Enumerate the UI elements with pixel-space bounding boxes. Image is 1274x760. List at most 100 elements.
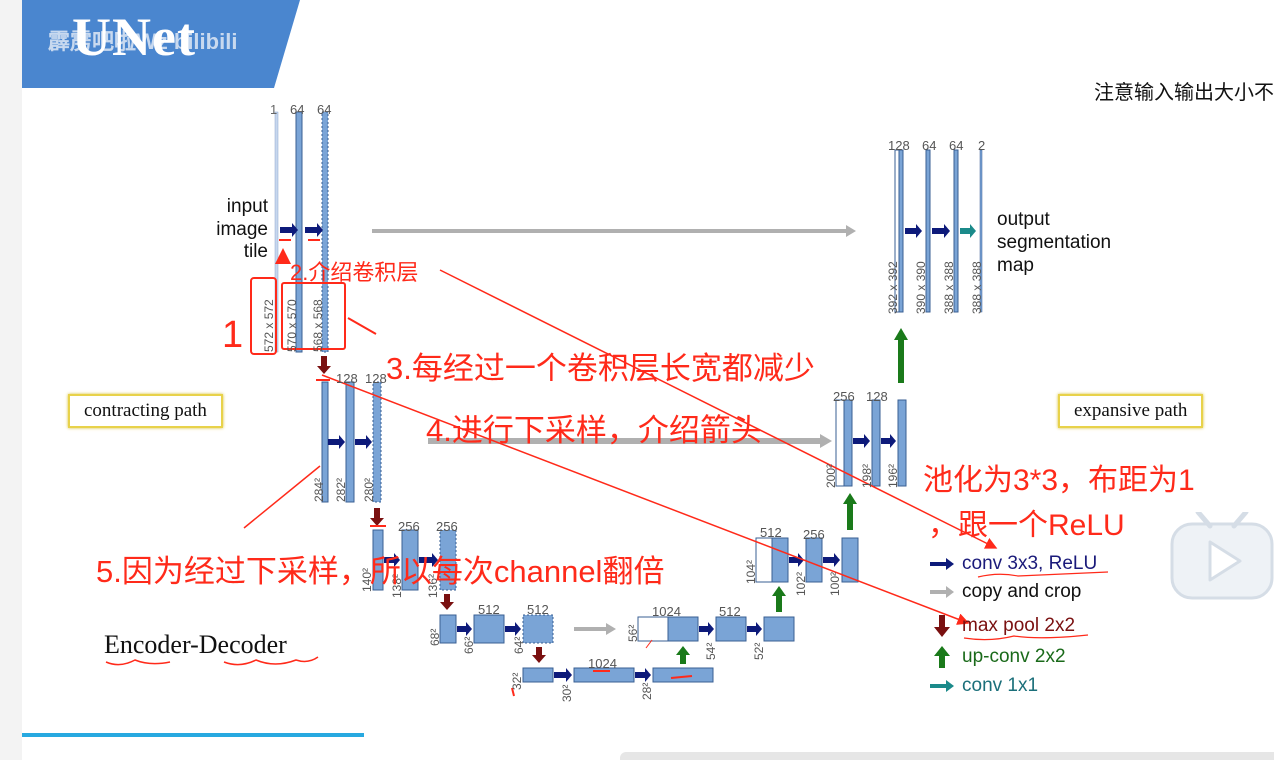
level1-right [894,149,983,313]
expansive-path-label: expansive path [1058,394,1204,428]
conv-arrow [419,553,438,567]
progress-underline [22,733,364,737]
annotation-1: 1 [222,314,244,356]
annotation-pool-2: ，跟一个ReLU [928,509,1125,542]
channel-label: 128 [888,138,910,153]
size-label: 570 x 570 [285,299,299,352]
channel-label: 64 [317,102,332,117]
conv-arrow [328,435,345,449]
arrow-right-gray-icon [930,586,954,598]
conv-arrow [457,622,472,636]
channel-label: 256 [436,519,458,534]
legend-item-copy: copy and crop [930,578,1081,606]
conv-arrow [305,223,323,237]
conv-arrow [635,668,651,682]
size-label: 56² [626,624,640,642]
legend-item-conv1x1: conv 1x1 [930,672,1038,700]
channel-label: 128 [336,371,358,386]
size-label: 388 x 388 [970,261,984,314]
watermark: 霹雳吧啦Wz bilibili [48,29,238,54]
size-label: 568 x 568 [311,299,325,352]
bottom-panel-edge [620,752,1274,760]
level5-bottom [522,667,714,683]
page-title: UNet [72,7,196,67]
channel-label: 256 [803,527,825,542]
size-label: 572 x 572 [262,299,276,352]
channel-label: 512 [527,602,549,617]
conv-arrow [505,622,521,636]
output-label-line: segmentation [997,232,1112,253]
legend-item-conv: conv 3x3, ReLU [930,550,1097,578]
input-label: image [208,218,268,241]
left-edge [0,0,22,760]
legend-label: conv 1x1 [962,675,1039,696]
level4-right [637,616,795,642]
arrow-right-teal-icon [930,680,954,692]
channel-label: 512 [478,602,500,617]
legend-item-upconv: up-conv 2x2 [930,643,1066,671]
annotation-4: 4.进行下采样，介绍箭头 [426,413,762,448]
legend-label: up-conv 2x2 [962,646,1066,667]
highlight-box-input [250,277,277,355]
legend-label: conv 3x3, ReLU [962,553,1098,574]
size-label: 282² [334,477,348,502]
conv-arrows [280,223,950,682]
level3-left [372,529,457,591]
conv-arrow [905,224,922,238]
red-annotations-drawing [105,239,1109,697]
size-label: 52² [752,642,766,660]
conv1x1-arrow [960,224,976,238]
channel-label: 256 [398,519,420,534]
copy-crop-arrows [372,225,856,635]
channel-label: 64 [922,138,937,153]
level3-right [755,537,859,583]
conv-arrow [823,553,840,567]
input-label-line: tile [243,241,268,262]
legend-item-maxpool: max pool 2x2 [930,612,1075,640]
conv-arrow [932,224,950,238]
annotation-5: 5.因为经过下采样，所以每次channel翻倍 [96,554,665,589]
upconv-arrows [676,328,908,664]
channel-label: 2 [978,138,986,153]
input-label: input [223,195,268,218]
size-label: 102² [794,571,808,596]
annotation-2: 2.介绍卷积层 [290,260,419,285]
channel-label: 64 [949,138,964,153]
level2-right [835,399,907,487]
size-label: 100² [828,571,842,596]
bilibili-tv-icon[interactable] [1170,512,1274,600]
encoder-decoder-label: Encoder-Decoder [104,630,287,659]
output-label-line: map [997,255,1034,276]
arrow-up-green-icon [934,646,950,668]
conv-arrow [280,223,298,237]
output-label: output segmentation map [997,208,1111,277]
size-label: 388 x 388 [942,261,956,314]
size-label: 28² [640,682,654,700]
level4-left [439,614,554,644]
size-label: 196² [886,463,900,488]
input-label: tile [218,240,268,263]
conv-arrow [881,434,896,448]
legend-label: max pool 2x2 [962,615,1076,636]
conv-arrow [699,622,714,636]
channel-label: 64 [290,102,305,117]
size-label: 68² [428,628,442,646]
annotation-pool-1: 池化为3*3，布距为1 [923,464,1195,497]
pool-arrows [317,356,546,663]
size-label: 390 x 390 [914,261,928,314]
channel-label: 128 [866,389,888,404]
channel-label: 256 [833,389,855,404]
size-label: 64² [512,636,526,654]
size-label: 66² [462,636,476,654]
contracting-path-label: contracting path [68,394,223,428]
legend-label: copy and crop [962,581,1082,602]
size-label: 284² [312,477,326,502]
size-label: 104² [744,559,758,584]
input-label-line: input [226,196,268,217]
size-label: 392 x 392 [886,261,900,314]
title-banner [22,0,300,88]
conv-arrow [355,435,372,449]
channel-label: 1024 [588,656,617,671]
